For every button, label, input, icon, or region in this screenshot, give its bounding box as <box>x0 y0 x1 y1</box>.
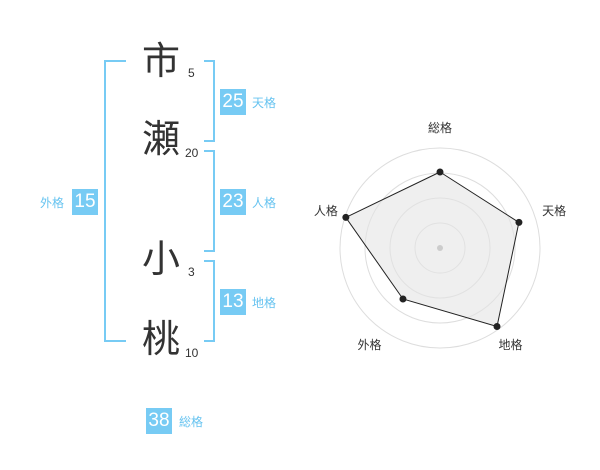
gaikaku-label: 外格 <box>40 196 65 210</box>
radar-center-dot <box>437 245 443 251</box>
radar-axis-label: 外格 <box>357 337 381 352</box>
chikaku-value: 13 <box>220 289 246 315</box>
chikaku-label: 地格 <box>252 296 277 310</box>
radar-axis-label: 人格 <box>314 203 338 218</box>
name-char-4: 桃 <box>142 317 181 361</box>
stroke-count-2: 20 <box>185 146 199 160</box>
radar-point <box>515 218 523 226</box>
radar-axis-label: 総格 <box>428 120 452 135</box>
soukaku-label: 総格 <box>179 415 204 429</box>
tenkaku-bracket <box>204 60 215 142</box>
radar-axis-label: 地格 <box>499 337 523 352</box>
radar-area <box>345 171 520 328</box>
radar-point <box>399 295 407 303</box>
chikaku-bracket <box>204 260 215 342</box>
tenkaku-label: 天格 <box>252 96 277 110</box>
stroke-count-1: 5 <box>188 66 195 80</box>
jinkaku-bracket <box>204 150 215 252</box>
radar-point <box>493 322 501 330</box>
radar-point <box>436 168 444 176</box>
name-char-2: 瀬 <box>142 117 181 161</box>
name-char-3: 小 <box>142 237 181 281</box>
radar-ring <box>339 147 541 349</box>
gaikaku-value: 15 <box>72 189 98 215</box>
radar-axis-label: 天格 <box>542 203 566 218</box>
tenkaku-value: 25 <box>220 89 246 115</box>
stroke-count-4: 10 <box>185 346 199 360</box>
jinkaku-value: 23 <box>220 189 246 215</box>
radar-point <box>342 213 350 221</box>
stroke-count-3: 3 <box>188 265 195 279</box>
name-char-1: 市 <box>142 39 181 83</box>
soukaku-value: 38 <box>146 408 172 434</box>
jinkaku-label: 人格 <box>252 196 277 210</box>
gaikaku-bracket <box>104 60 126 342</box>
